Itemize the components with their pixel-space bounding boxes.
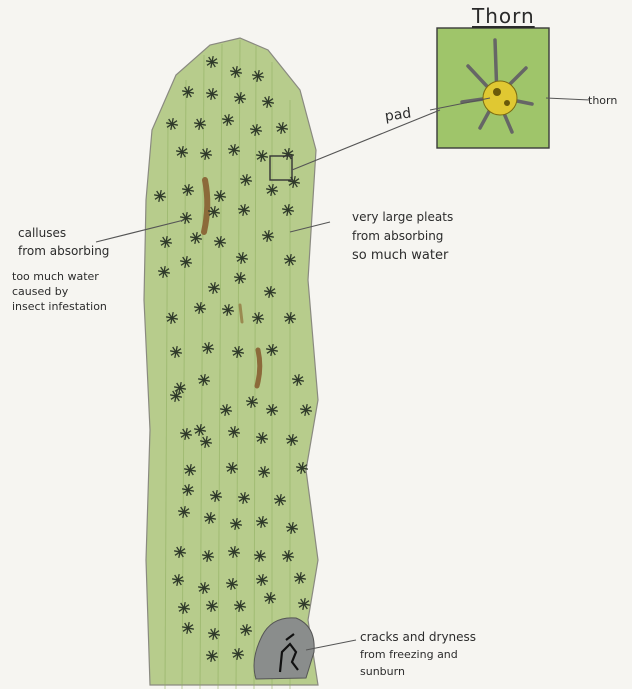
pleats-label-3: so much water [352,249,448,263]
areole-dot [504,100,510,106]
cracks-label-3: sunburn [360,665,405,679]
diagram-title: Thorn [472,4,535,28]
thorn-label: thorn [588,94,617,108]
callus-mark [257,350,260,386]
calluses-label-5: insect infestation [12,300,107,314]
cracks-label-1: cracks and dryness [360,630,476,644]
calluses-label-3: too much water [12,270,99,284]
calluses-label-1: calluses [18,226,66,240]
calluses-label-4: caused by [12,285,68,299]
pleats-label-2: from absorbing [352,229,443,243]
callus-mark [240,305,242,322]
pleats-label-1: very large pleats [352,210,453,224]
callus-mark [204,180,207,232]
areole-dot [493,88,501,96]
cracks-label-2: from freezing and [360,648,458,662]
calluses-label-2: from absorbing [18,244,109,258]
pad-label: pad [384,106,412,124]
